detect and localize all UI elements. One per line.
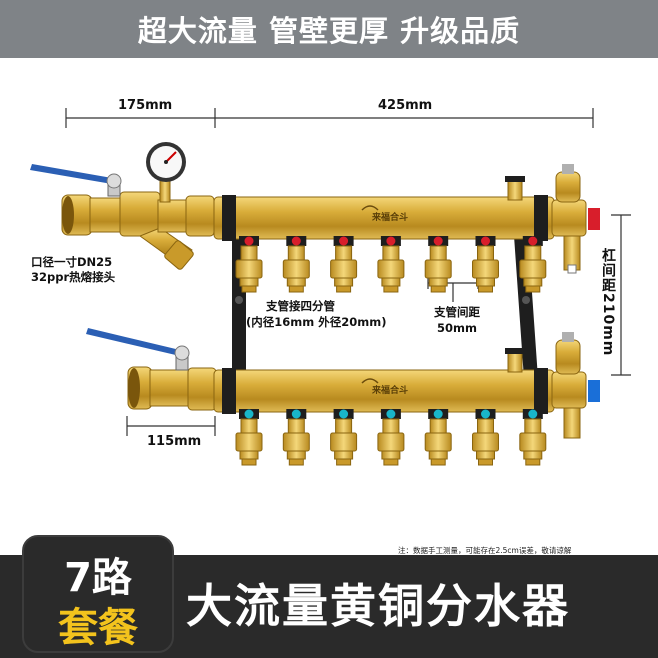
badge-line2: 套餐 bbox=[58, 605, 138, 651]
banner-title: 超大流量 管壁更厚 升级品质 bbox=[137, 14, 521, 48]
brand-top: 来福合斗 bbox=[372, 213, 409, 223]
bottom-outlet-6 bbox=[472, 409, 499, 466]
branch-note-line1: 支管接四分管 bbox=[266, 299, 335, 313]
branch-note-line2: (内径16mm 外径20mm) bbox=[246, 315, 387, 329]
dimension-line-vertical bbox=[611, 214, 631, 376]
top-outlet-5 bbox=[424, 236, 452, 293]
top-outlet-4 bbox=[377, 236, 405, 293]
top-outlets bbox=[235, 236, 547, 293]
disclaimer: 注：数据手工测量，可能存在2.5cm误差，敬请谅解 bbox=[398, 546, 572, 555]
bottom-manifold bbox=[86, 328, 600, 439]
bottom-outlet-7 bbox=[519, 409, 547, 466]
top-outlet-6 bbox=[472, 236, 499, 293]
bottom-outlet-2 bbox=[282, 409, 310, 466]
top-outlet-2 bbox=[282, 236, 310, 293]
spacing-note-line2: 50mm bbox=[437, 321, 477, 335]
top-outlet-1 bbox=[235, 236, 263, 293]
top-outlet-7 bbox=[519, 236, 547, 293]
dimension-bar-spacing: 杠间距210mm bbox=[600, 248, 616, 357]
dimension-115: 115mm bbox=[147, 434, 202, 449]
badge-line1: 7路 bbox=[64, 555, 132, 601]
bottom-outlets bbox=[235, 409, 547, 466]
product-title: 大流量黄铜分水器 bbox=[186, 579, 570, 633]
dimension-175: 175mm bbox=[118, 98, 173, 113]
top-outlet-3 bbox=[330, 236, 358, 293]
dimension-line-bottom bbox=[126, 416, 216, 436]
inlet-note-line1: 口径一寸DN25 bbox=[31, 255, 113, 269]
bottom-outlet-5 bbox=[424, 409, 452, 466]
brand-bottom: 来福合斗 bbox=[372, 386, 409, 396]
top-manifold bbox=[30, 142, 600, 274]
bottom-outlet-3 bbox=[330, 409, 358, 466]
bottom-outlet-1 bbox=[235, 409, 263, 466]
dimension-425: 425mm bbox=[378, 98, 433, 113]
spacing-note-line1: 支管间距 bbox=[434, 305, 480, 319]
bottom-outlet-4 bbox=[377, 409, 405, 466]
package-badge: 7路 套餐 bbox=[22, 535, 174, 653]
top-banner: 超大流量 管壁更厚 升级品质 bbox=[0, 0, 658, 58]
inlet-note-line2: 32ppr热熔接头 bbox=[31, 270, 116, 284]
dimension-lines-top bbox=[65, 108, 594, 128]
